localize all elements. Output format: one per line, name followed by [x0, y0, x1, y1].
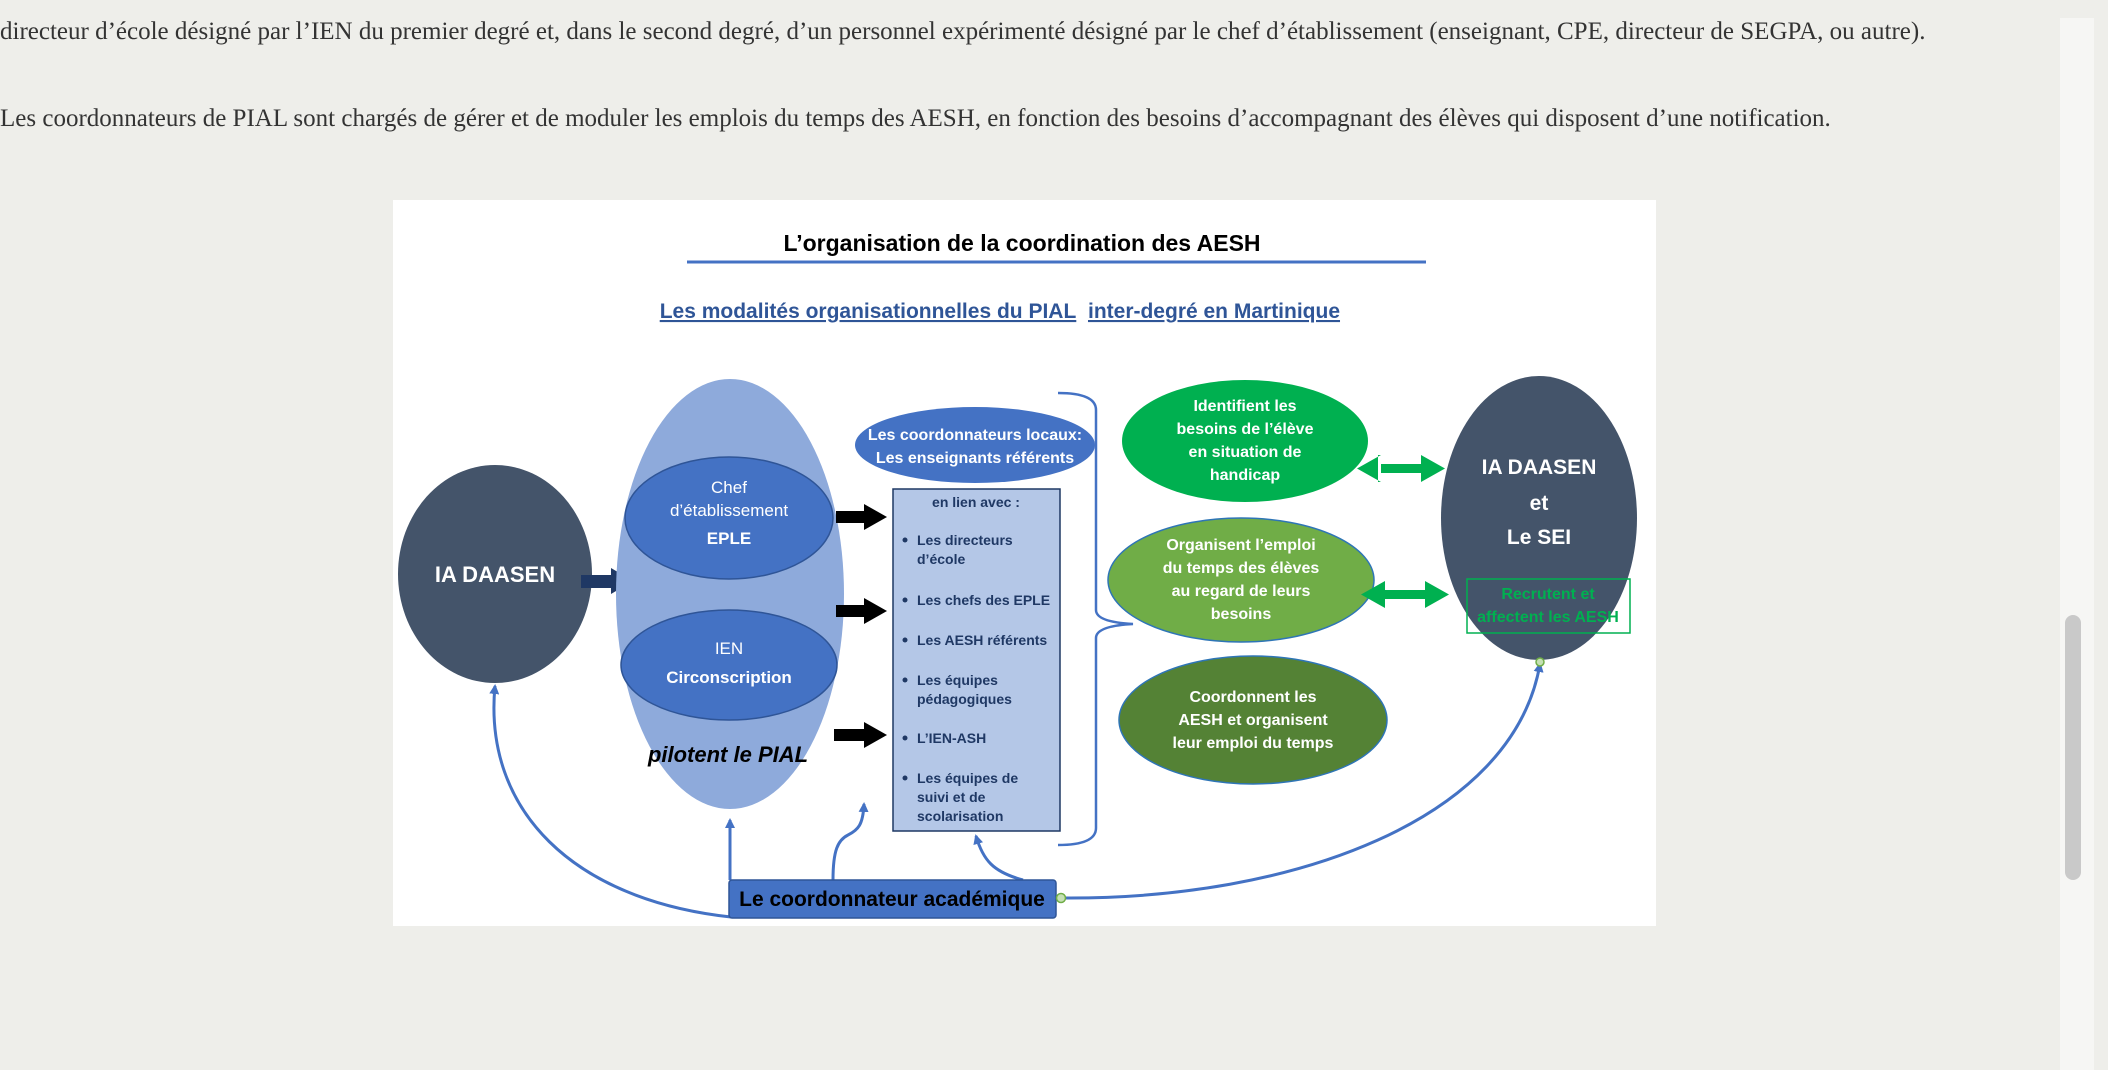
coordonnent-ellipse [1118, 655, 1388, 785]
ia-right-line1: IA DAASEN [1482, 456, 1597, 479]
green1-line: handicap [1210, 467, 1280, 484]
organisation-diagram: L’organisation de la coordination des AE… [393, 200, 1656, 926]
diagram-subtitle-part1: Les modalités organisationnelles du PIAL [660, 300, 1077, 323]
recrutent-line2: affectent les AESH [1477, 609, 1619, 626]
green2-line: besoins [1211, 606, 1272, 623]
list-item-line: scolarisation [917, 808, 1003, 824]
list-item-line: Les équipes [917, 672, 998, 688]
connector-handle-right [1535, 657, 1545, 667]
ia-right-line3: Le SEI [1507, 526, 1571, 549]
coordonnateur-academique-label: Le coordonnateur académique [739, 888, 1045, 911]
ien-ellipse [620, 609, 838, 721]
en-lien-label: en lien avec : [932, 494, 1020, 510]
ia-daasen-left-ellipse [398, 465, 592, 683]
brace-right [1057, 391, 1134, 847]
diagram-title: L’organisation de la coordination des AE… [783, 230, 1260, 256]
list-item-line: L’IEN-ASH [917, 730, 986, 746]
list-bullet [902, 677, 908, 683]
en-lien-box [892, 488, 1061, 832]
green2-line: Organisent l’emploi [1166, 537, 1315, 554]
connector-handle-left [1055, 892, 1067, 904]
scrollbar-thumb[interactable] [2065, 615, 2081, 880]
green3-line: leur emploi du temps [1173, 735, 1334, 752]
connector-to-ia-left [489, 684, 732, 919]
list-bullet [902, 637, 908, 643]
green2-line: du temps des élèves [1163, 560, 1320, 577]
arrow-chef-to-box [836, 504, 887, 530]
identifient-ellipse [1122, 380, 1368, 502]
connector-to-ia-right [1060, 662, 1544, 900]
identifient-text: Identifient les besoins de l’élève en situ… [1177, 398, 1314, 484]
connector-to-pial-arrow [831, 802, 869, 881]
diagram-subtitle-part2: inter-degré en Martinique [1088, 300, 1340, 323]
list-item-line: d’école [917, 551, 965, 567]
coord-locaux-line1: Les coordonnateurs locaux: [868, 427, 1082, 444]
chef-etablissement-ellipse [624, 456, 834, 580]
green1-line: Identifient les [1193, 398, 1296, 415]
organisent-ellipse [1107, 517, 1375, 643]
double-arrow-organisent [1361, 581, 1449, 608]
paragraph-coordonnateurs: Les coordonnateurs de PIAL sont chargés … [0, 105, 1831, 132]
list-item-line: pédagogiques [917, 691, 1012, 707]
list-item-line: suivi et de [917, 789, 986, 805]
list-item-line: Les directeurs [917, 532, 1013, 548]
ia-right-line2: et [1530, 492, 1549, 515]
green1-line: besoins de l’élève [1177, 421, 1314, 438]
ien-line1: IEN [715, 639, 743, 658]
green1-line: en situation de [1189, 444, 1302, 461]
list-bullet [902, 597, 908, 603]
ia-daasen-left-label: IA DAASEN [435, 562, 555, 587]
chef-line2: d’établissement [670, 501, 788, 520]
green3-line: Coordonnent les [1189, 689, 1316, 706]
paragraph-intro: directeur d’école désigné par l’IEN du p… [0, 18, 1926, 45]
list-item-line: Les AESH référents [917, 632, 1047, 648]
pilotent-label: pilotent le PIAL [647, 742, 808, 767]
green3-line: AESH et organisent [1178, 712, 1328, 729]
connector-to-box [973, 834, 1024, 882]
double-arrow-identifient [1357, 455, 1445, 482]
list-item-line: Les chefs des EPLE [917, 592, 1050, 608]
coord-locaux-line2: Les enseignants référents [876, 450, 1074, 467]
scrollbar-track[interactable] [2060, 18, 2094, 1070]
ien-line2: Circonscription [666, 668, 792, 687]
ia-daasen-sei-ellipse [1441, 376, 1637, 660]
green2-line: au regard de leurs [1172, 583, 1311, 600]
list-bullet [902, 735, 908, 741]
chef-line3: EPLE [707, 529, 751, 548]
arrow-middle-to-box [836, 598, 887, 624]
list-bullet [902, 537, 908, 543]
arrow-ien-to-box [834, 722, 887, 748]
list-bullet [902, 775, 908, 781]
recrutent-box [1466, 578, 1631, 634]
list-item-line: Les équipes de [917, 770, 1018, 786]
chef-line1: Chef [711, 478, 747, 497]
recrutent-line1: Recrutent et [1501, 586, 1595, 603]
coordonnateurs-locaux-ellipse [855, 407, 1095, 483]
organisent-text: Organisent l’emploi du temps des élèves au… [1163, 537, 1320, 623]
